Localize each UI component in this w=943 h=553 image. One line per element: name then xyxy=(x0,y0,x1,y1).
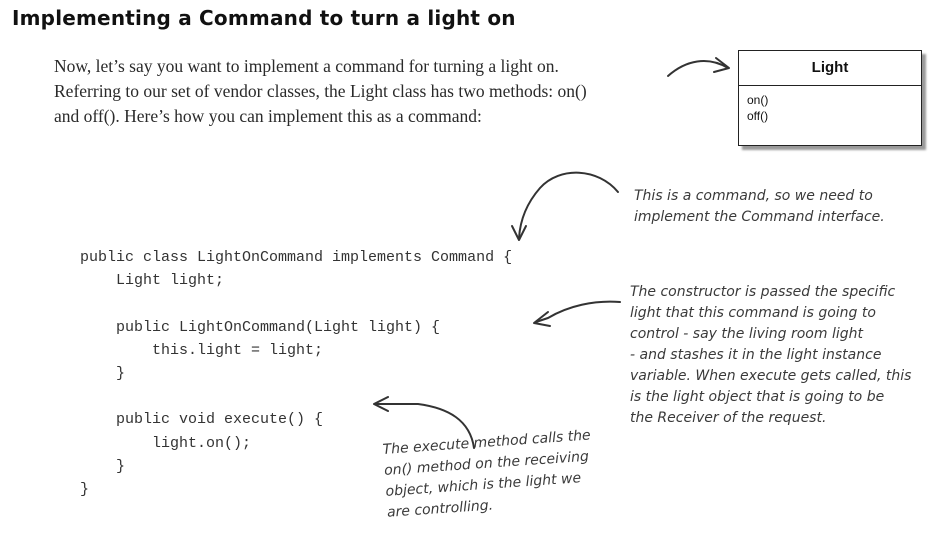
annotation-command-interface: This is a command, so we need to impleme… xyxy=(634,186,885,228)
annotation-constructor: The constructor is passed the specific l… xyxy=(630,282,911,429)
annotation-execute: The execute method calls the on() method… xyxy=(382,425,596,523)
annotation-line: the Receiver of the request. xyxy=(630,410,827,426)
page-heading: Implementing a Command to turn a light o… xyxy=(12,6,516,30)
light-class-diagram: Light on() off() xyxy=(738,50,922,146)
uml-method: on() xyxy=(747,93,769,107)
annotation-line: variable. When execute gets called, this xyxy=(630,368,912,384)
code-line: public LightOnCommand(Light light) { xyxy=(80,318,441,336)
code-line: } xyxy=(80,480,90,498)
code-line: } xyxy=(80,364,126,382)
annotation-line: This is a command, so we need to xyxy=(634,188,873,204)
annotation-line: - and stashes it in the light instance xyxy=(630,347,882,363)
annotation-line: light that this command is going to xyxy=(630,305,876,321)
code-line xyxy=(80,385,512,408)
code-line: light.on(); xyxy=(80,434,252,452)
arrow-to-constructor xyxy=(533,300,621,327)
uml-method: off() xyxy=(747,109,769,123)
uml-class-name: Light xyxy=(739,51,921,86)
annotation-line: control - say the living room light xyxy=(630,326,863,342)
intro-line: Referring to our set of vendor classes, … xyxy=(54,81,587,101)
code-line xyxy=(80,292,512,315)
uml-method-list: on() off() xyxy=(739,86,921,124)
code-listing: public class LightOnCommand implements C… xyxy=(80,246,512,501)
code-line: this.light = light; xyxy=(80,341,324,359)
code-line: public class LightOnCommand implements C… xyxy=(80,249,513,266)
code-line: public void execute() { xyxy=(80,411,324,429)
intro-line: Now, let’s say you want to implement a c… xyxy=(54,56,559,76)
intro-paragraph: Now, let’s say you want to implement a c… xyxy=(54,54,674,129)
code-line: } xyxy=(80,457,126,475)
arrow-to-command-interface xyxy=(511,171,619,241)
code-line: Light light; xyxy=(80,272,225,290)
annotation-line: implement the Command interface. xyxy=(634,209,885,225)
intro-line: and off(). Here’s how you can implement … xyxy=(54,106,482,126)
annotation-line: The constructor is passed the specific xyxy=(630,284,896,300)
annotation-line: is the light object that is going to be xyxy=(630,389,885,405)
arrow-to-light-class xyxy=(667,57,730,77)
